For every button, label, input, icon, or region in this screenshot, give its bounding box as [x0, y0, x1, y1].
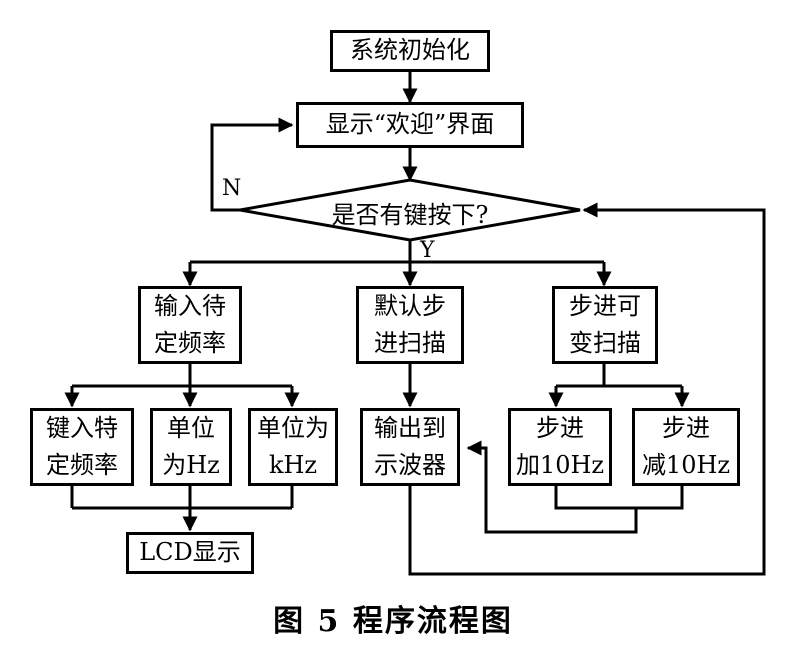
unit-hz-box: 单位 为Hz — [150, 408, 232, 486]
step-add-box: 步进 加10Hz — [508, 408, 612, 486]
arrow-output-loop — [408, 202, 766, 576]
step-sub-box: 步进 减10Hz — [632, 408, 740, 486]
default-step-box: 默认步 进扫描 — [356, 286, 464, 364]
arrow-no-loop — [210, 117, 294, 212]
welcome-box: 显示“欢迎”界面 — [296, 102, 524, 148]
output-osc-box: 输出到 示波器 — [360, 408, 460, 486]
arrow-step-to-output — [466, 440, 638, 534]
yes-label: Y — [420, 238, 435, 263]
var-step-box: 步进可 变扫描 — [552, 286, 658, 364]
no-label: N — [222, 176, 242, 201]
figure-caption: 图 5 程序流程图 — [273, 604, 513, 639]
unit-khz-box: 单位为 kHz — [248, 408, 338, 486]
line-step-merge — [554, 486, 684, 510]
decision-label: 是否有键按下? — [331, 200, 489, 229]
decision-diamond — [239, 178, 581, 242]
key-freq-box: 键入特 定频率 — [30, 408, 134, 486]
lcd-box: LCD显示 — [126, 532, 254, 574]
input-freq-box: 输入待 定频率 — [138, 286, 242, 364]
init-box: 系统初始化 — [330, 30, 490, 72]
